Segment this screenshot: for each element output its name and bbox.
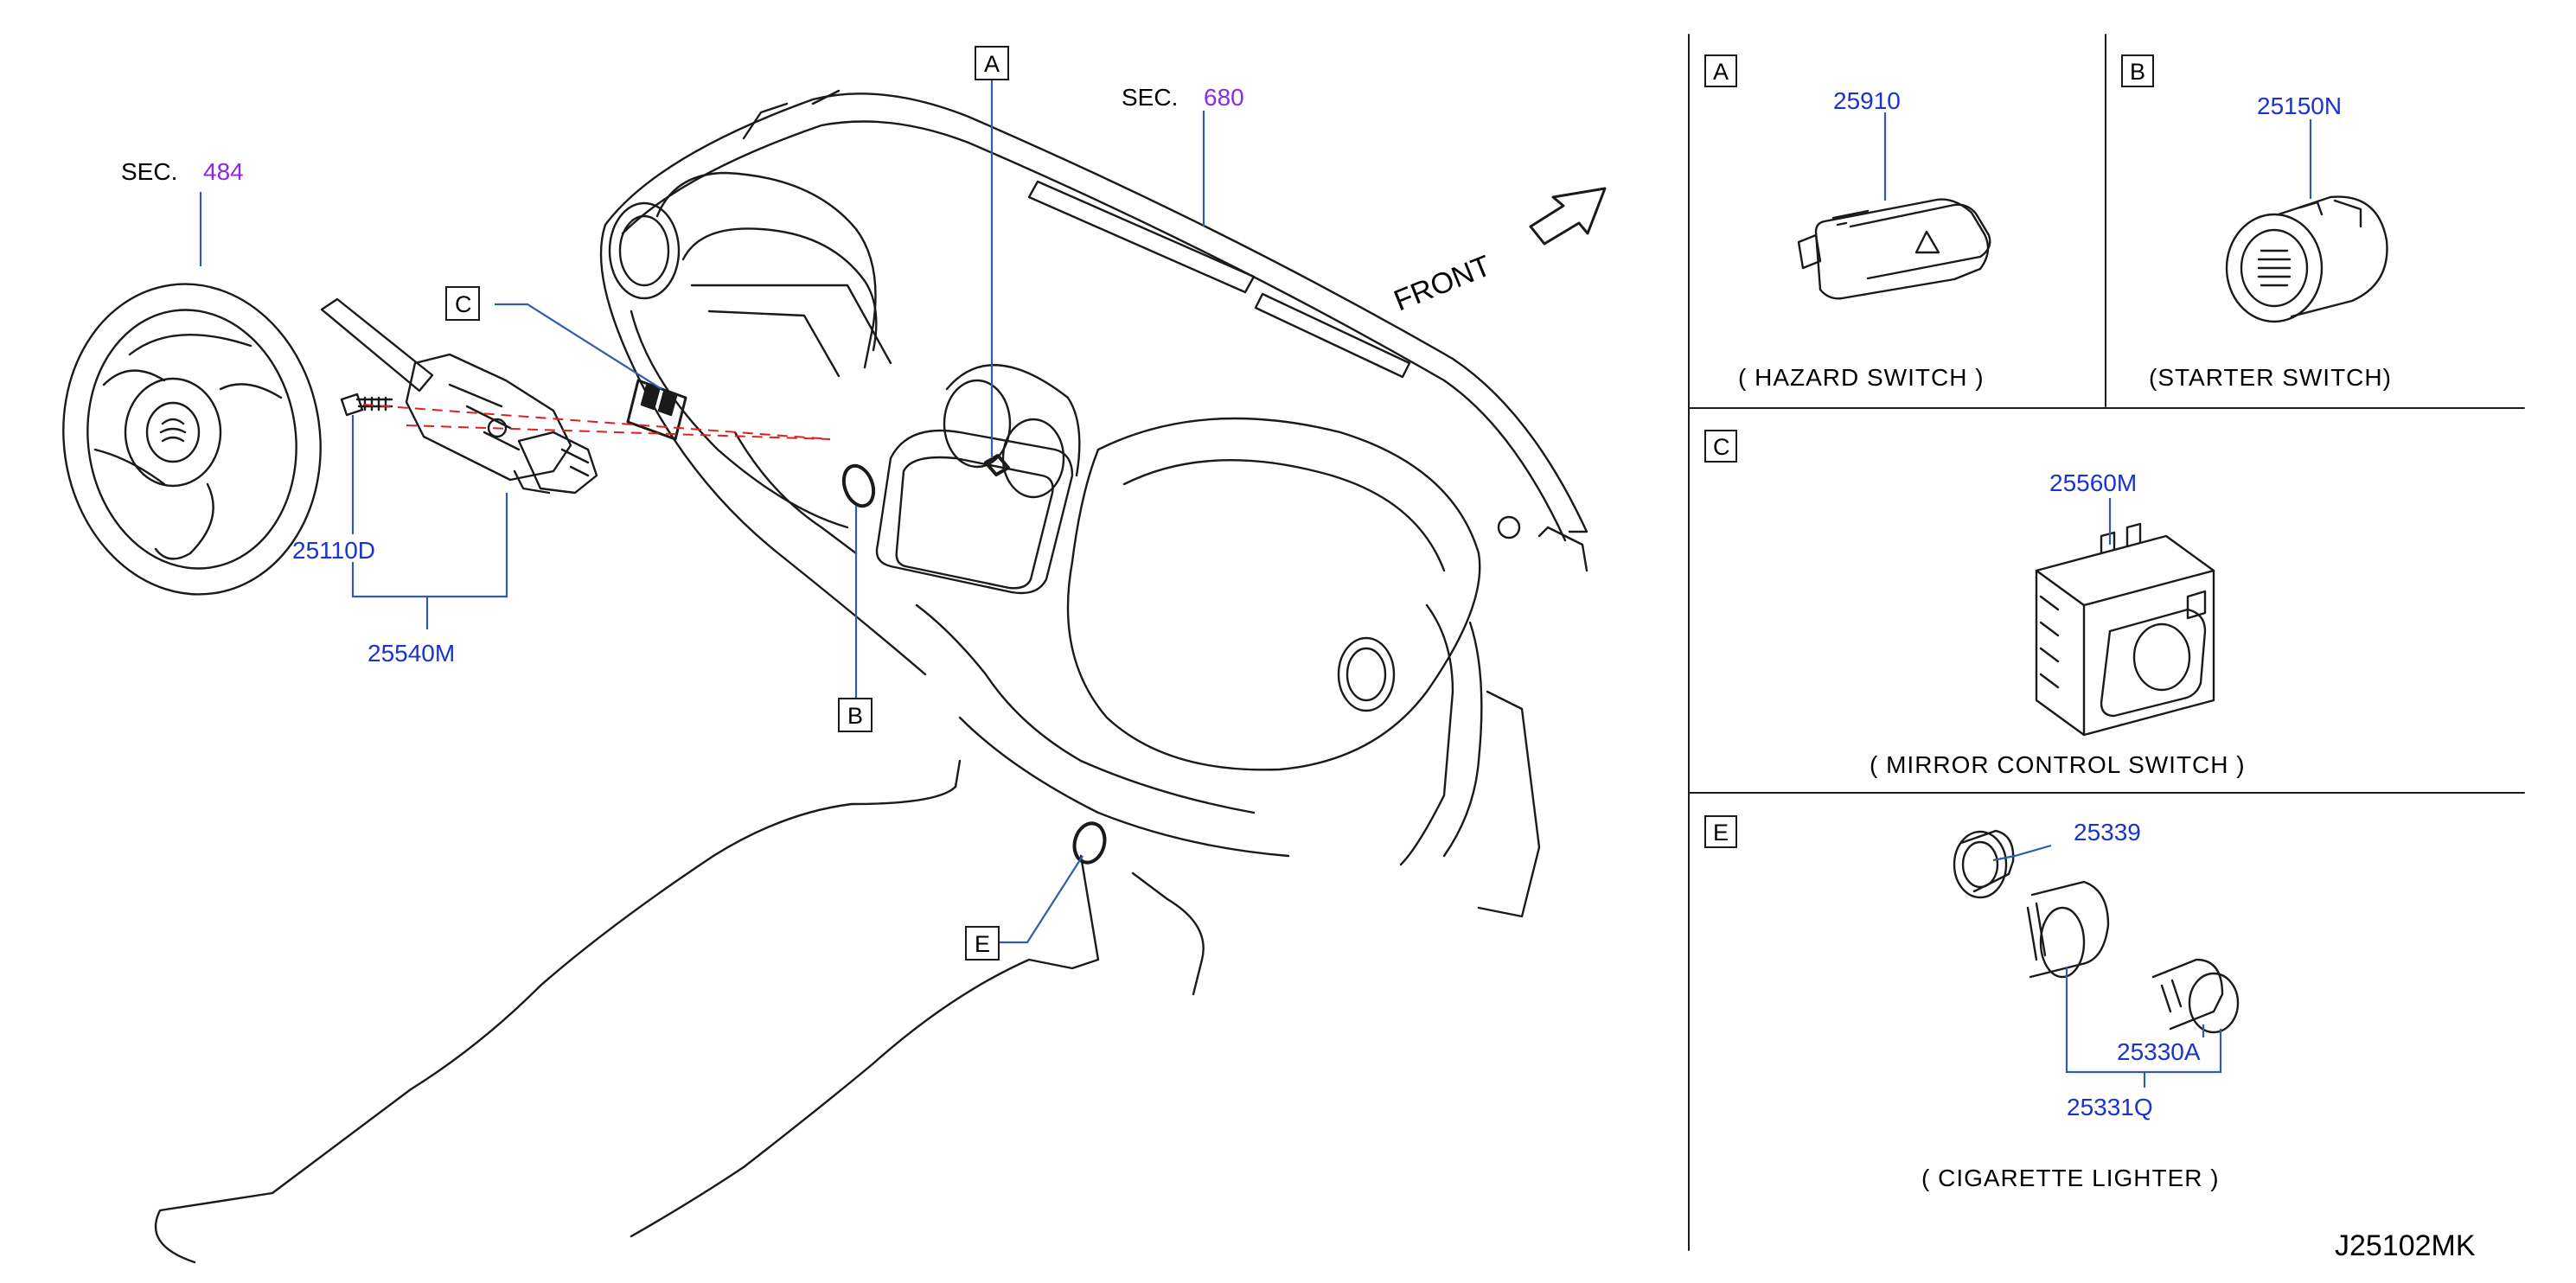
part-25560m[interactable]: 25560M [2049,469,2137,496]
leader-lines [199,80,2312,1088]
starter-switch-drawing [2225,195,2388,323]
mirror-switch-drawing [2035,522,2215,737]
front-label: FRONT [1390,249,1496,317]
part-25150n[interactable]: 25150N [2257,93,2342,119]
steering-wheel [62,283,322,596]
combination-switch [320,297,598,495]
panel-e-letter: E [1713,820,1729,846]
panel-grid [1688,34,2525,1251]
sec-484-number[interactable]: 484 [203,158,244,185]
part-25540m[interactable]: 25540M [368,640,455,667]
sec-484-prefix: SEC. [121,158,177,185]
panel-c-letter: C [1713,434,1730,460]
cigarette-lighter-drawing [1953,829,2240,1034]
sec-680-number[interactable]: 680 [1204,84,1244,111]
panel-c-caption: ( MIRROR CONTROL SWITCH ) [1870,751,2246,778]
panel-a-letter: A [1713,59,1729,85]
callout-e: E [975,931,990,957]
callout-a: A [984,51,1000,77]
drawing-number: J25102MK [2335,1229,2476,1262]
alignment-lines [362,404,831,440]
labels: SEC. 484 SEC. 680 FRONT A C B E 25110D 2… [121,51,2476,1262]
panel-b-caption: (STARTER SWITCH) [2149,364,2392,391]
floor-tunnel [154,759,1205,1264]
dashboard [599,89,1588,918]
callout-b: B [847,703,863,729]
callout-c: C [455,291,472,317]
front-arrow-icon [1529,187,1607,246]
part-25110d[interactable]: 25110D [292,537,375,564]
part-25330a[interactable]: 25330A [2117,1038,2201,1065]
hazard-switch-drawing [1797,198,1991,300]
callout-boxes [445,46,2154,961]
panel-e-caption: ( CIGARETTE LIGHTER ) [1921,1165,2220,1191]
sec-680-prefix: SEC. [1122,84,1178,111]
panel-a-caption: ( HAZARD SWITCH ) [1738,364,1985,391]
part-25331q[interactable]: 25331Q [2067,1094,2153,1120]
part-25339[interactable]: 25339 [2074,819,2141,846]
panel-b-letter: B [2130,59,2145,85]
bolt [340,393,393,417]
part-25910[interactable]: 25910 [1833,87,1901,114]
